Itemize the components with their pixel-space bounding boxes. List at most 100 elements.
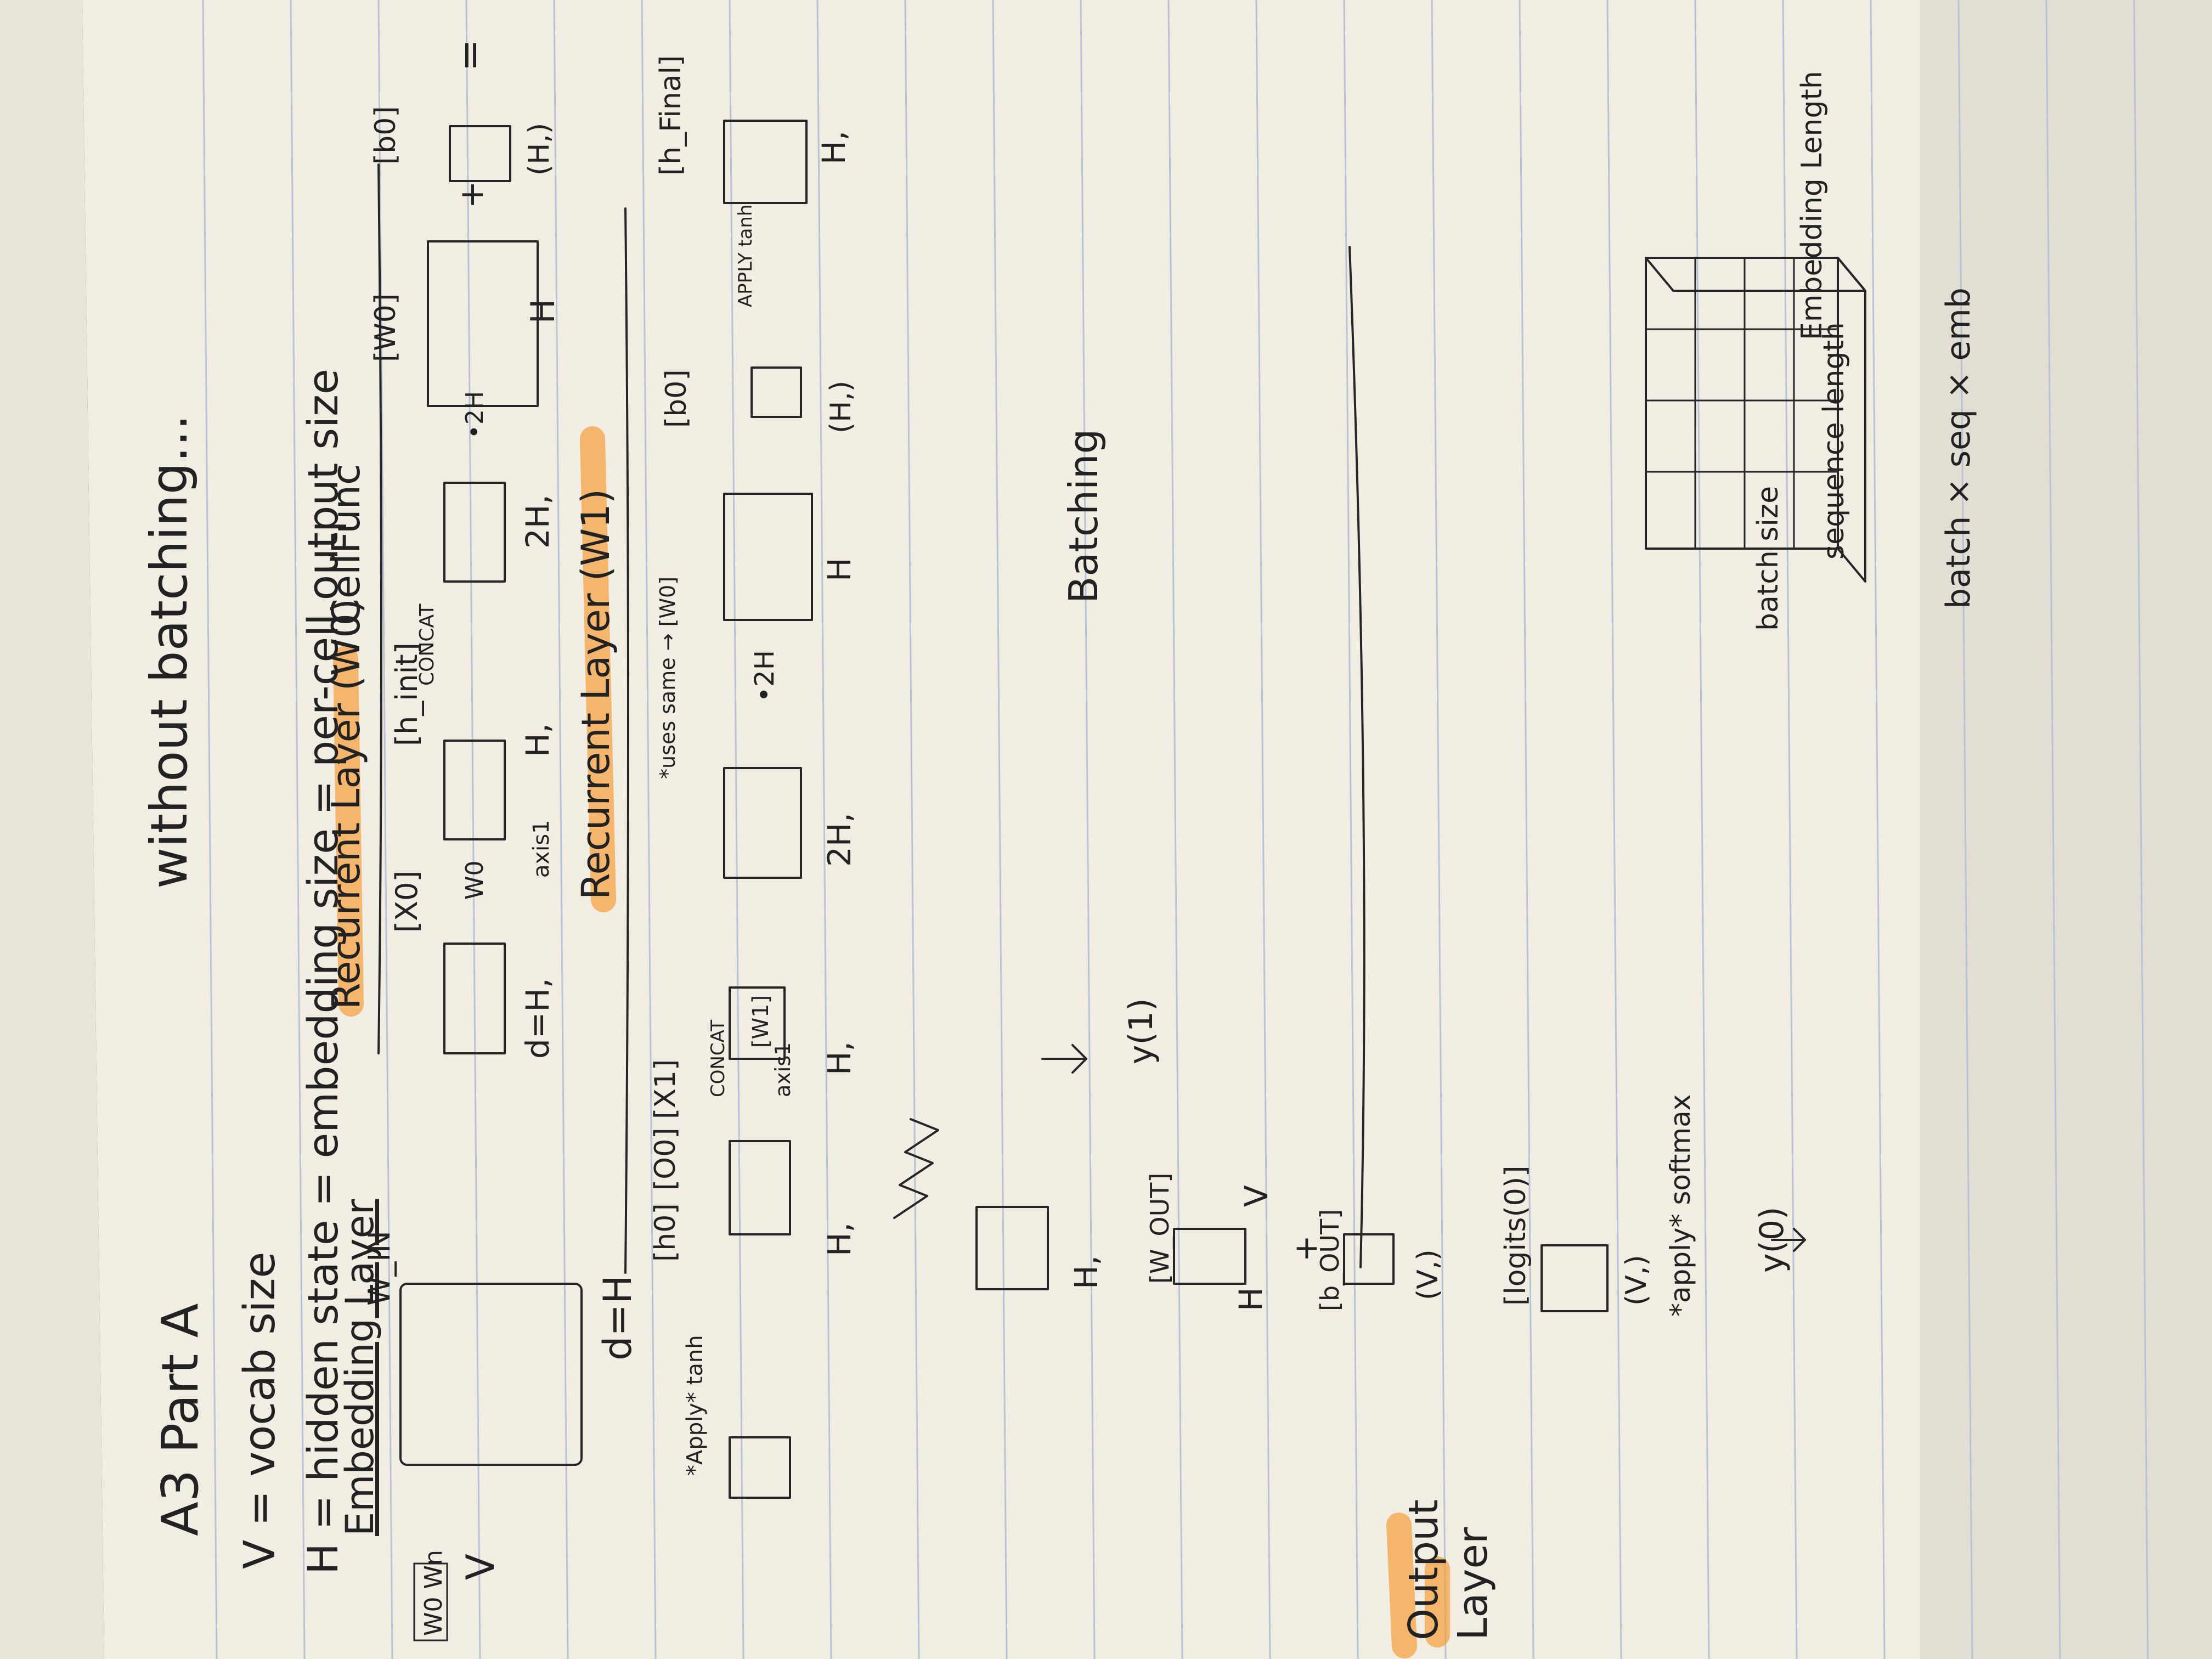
recurrent2-bias-box <box>751 366 802 418</box>
recurrent2-w1-box <box>729 986 786 1060</box>
recurrent1-two-h: •2H <box>461 391 489 439</box>
output-logits-box <box>1541 1244 1609 1312</box>
out-v1b-group: (V,) <box>1620 1255 1653 1306</box>
r2-axis1-group: axis1 <box>771 1042 795 1097</box>
apply-tanh-1: *Apply* tanh <box>682 1335 708 1476</box>
recurrent2-uses-same: *uses same → [W0] <box>656 577 680 779</box>
2h1-group: 2H, <box>519 494 556 549</box>
b0-group: [b0] <box>369 106 402 165</box>
recurrent2-bracket <box>624 207 629 1274</box>
batching-heading: Batching <box>1060 429 1107 603</box>
output-y1: y(1) <box>1122 998 1160 1065</box>
r2-uses-group: *uses same → [W0] <box>656 577 680 779</box>
h1-group: H, <box>519 723 556 757</box>
recurrent2-x1: [X1] <box>649 1059 682 1119</box>
hout-group: H <box>524 299 562 324</box>
r2-b0-group: [b0] <box>660 369 693 428</box>
recurrent1-two-h1: 2H, <box>519 494 556 549</box>
dh1-group: d=H, <box>519 978 556 1059</box>
plus-group: + <box>453 181 491 208</box>
wo-wn-group: W0 Wn <box>413 1550 448 1641</box>
out-v-group: V <box>1238 1185 1275 1207</box>
recurrent2-b0: [b0] <box>660 369 693 428</box>
r2-hfinaldim-group: H, <box>815 131 853 165</box>
embedding-v-label: V <box>458 1554 503 1580</box>
recurrent1-concat-box <box>443 482 506 583</box>
emb-len-group: Embedding Length <box>1796 71 1829 340</box>
recurrent1-eq: = <box>447 39 492 71</box>
r2-h0-group: [h0] [O0] [X1] <box>649 1059 682 1262</box>
output-heading-1: Output <box>1400 1499 1447 1640</box>
output-v: V <box>1238 1185 1275 1207</box>
axis1-group: axis1 <box>529 820 554 878</box>
embedding-matrix-box <box>399 1283 583 1466</box>
def-v-group: V = vocab size <box>235 1252 285 1569</box>
title-note: without batching... <box>140 414 199 889</box>
wo-wn-label: W0 Wn <box>420 1550 448 1636</box>
shape-group: batch × seq × emb <box>1939 287 1978 609</box>
output-h1: H, <box>1068 1255 1105 1289</box>
output-softmax: *apply* softmax <box>1664 1094 1696 1317</box>
recurrent1-h-out: H <box>524 299 562 324</box>
r2-w1-group: [W1] <box>748 995 774 1048</box>
output-logits: [logits(0)] <box>1499 1166 1532 1306</box>
output-bracket <box>1348 246 1365 1268</box>
out-y1-group: y(1) <box>1122 998 1160 1065</box>
tanh-output-box <box>729 1436 791 1499</box>
recurrent2-h-final: [h_Final] <box>654 55 687 176</box>
d-label-group: d=H <box>595 1275 640 1361</box>
batching-cube <box>1645 257 1866 583</box>
def-h-group: H = hidden state = embedding size = per-… <box>298 369 347 1575</box>
recurrent1-hinit: [h_init] <box>390 642 424 746</box>
recurrent1-heading-group: Recurrent Layer (W0) CellFunc <box>324 464 369 1010</box>
recurrent1-d-h1: d=H, <box>519 978 556 1059</box>
recurrent1-bias-box <box>449 125 511 182</box>
apply-tanh-group: *Apply* tanh <box>682 1335 708 1476</box>
recurrent2-h0-box <box>729 1140 791 1235</box>
paper-shadow <box>1920 0 2212 1659</box>
v-label-group: V <box>458 1554 503 1580</box>
scribble-mark <box>893 1118 939 1219</box>
highlight-recurrent-layer-1 <box>333 646 364 1017</box>
batch-size-group: batch size <box>1752 486 1785 631</box>
def-h: H = hidden state = embedding size = per-… <box>298 369 347 1575</box>
recurrent2-axis1: axis1 <box>771 1042 795 1097</box>
win-label-group: W_IN <box>362 1231 397 1306</box>
recurrent1-heading: Recurrent Layer (W0) <box>324 599 369 1009</box>
r2-tanh-group: APPLY tanh <box>735 204 757 307</box>
recurrent1-x0: [X0] <box>390 871 424 933</box>
out-plus-group: + <box>1287 1235 1324 1262</box>
eq-group: = <box>447 39 492 71</box>
highlights <box>333 426 1450 1658</box>
output-arrow-y0 <box>1771 1228 1806 1252</box>
recurrent1-hinit-box <box>443 740 506 840</box>
seq-len-group: sequence length <box>1818 322 1850 560</box>
recurrent2-h1a: H, <box>821 1222 858 1256</box>
recurrent2-h: H <box>821 557 858 582</box>
paper-sheet <box>82 0 2212 1659</box>
recurrent1-cellfunc: CellFunc <box>324 464 369 626</box>
embedding-d-label: d=H <box>595 1275 640 1361</box>
output-v1: (V,) <box>1412 1249 1444 1300</box>
recurrent1-h1: H, <box>519 723 556 757</box>
recurrent2-h1b: H, <box>821 1041 858 1075</box>
recurrent2-o0: [O0] <box>649 1127 682 1190</box>
title-text: A3 Part A <box>151 1303 210 1536</box>
h1b-group: (H,) <box>523 123 556 176</box>
r2-hparen-group: (H,) <box>825 381 857 433</box>
out-bout-group: [b_OUT] <box>1315 1209 1345 1311</box>
recurrent1-x0-box <box>443 943 506 1054</box>
recurrent1-concat: CONCAT <box>416 603 438 686</box>
recurrent1-axis1: axis1 <box>529 820 554 878</box>
batching-seq-len: sequence length <box>1818 322 1850 560</box>
recurrent2-heading: Recurrent Layer (W1) <box>573 489 618 900</box>
batching-batch-size: batch size <box>1752 486 1785 631</box>
output-h-box <box>975 1206 1049 1290</box>
output-bout-box <box>1343 1233 1395 1285</box>
recurrent1-h1b: (H,) <box>523 123 556 176</box>
concat-group: CONCAT <box>416 603 438 686</box>
out-h-group: H <box>1232 1287 1269 1311</box>
out-softmax-group: *apply* softmax <box>1664 1094 1696 1317</box>
highlight-output-layer <box>1386 1513 1417 1658</box>
embedding-heading-group: Embedding Layer <box>337 1199 382 1536</box>
